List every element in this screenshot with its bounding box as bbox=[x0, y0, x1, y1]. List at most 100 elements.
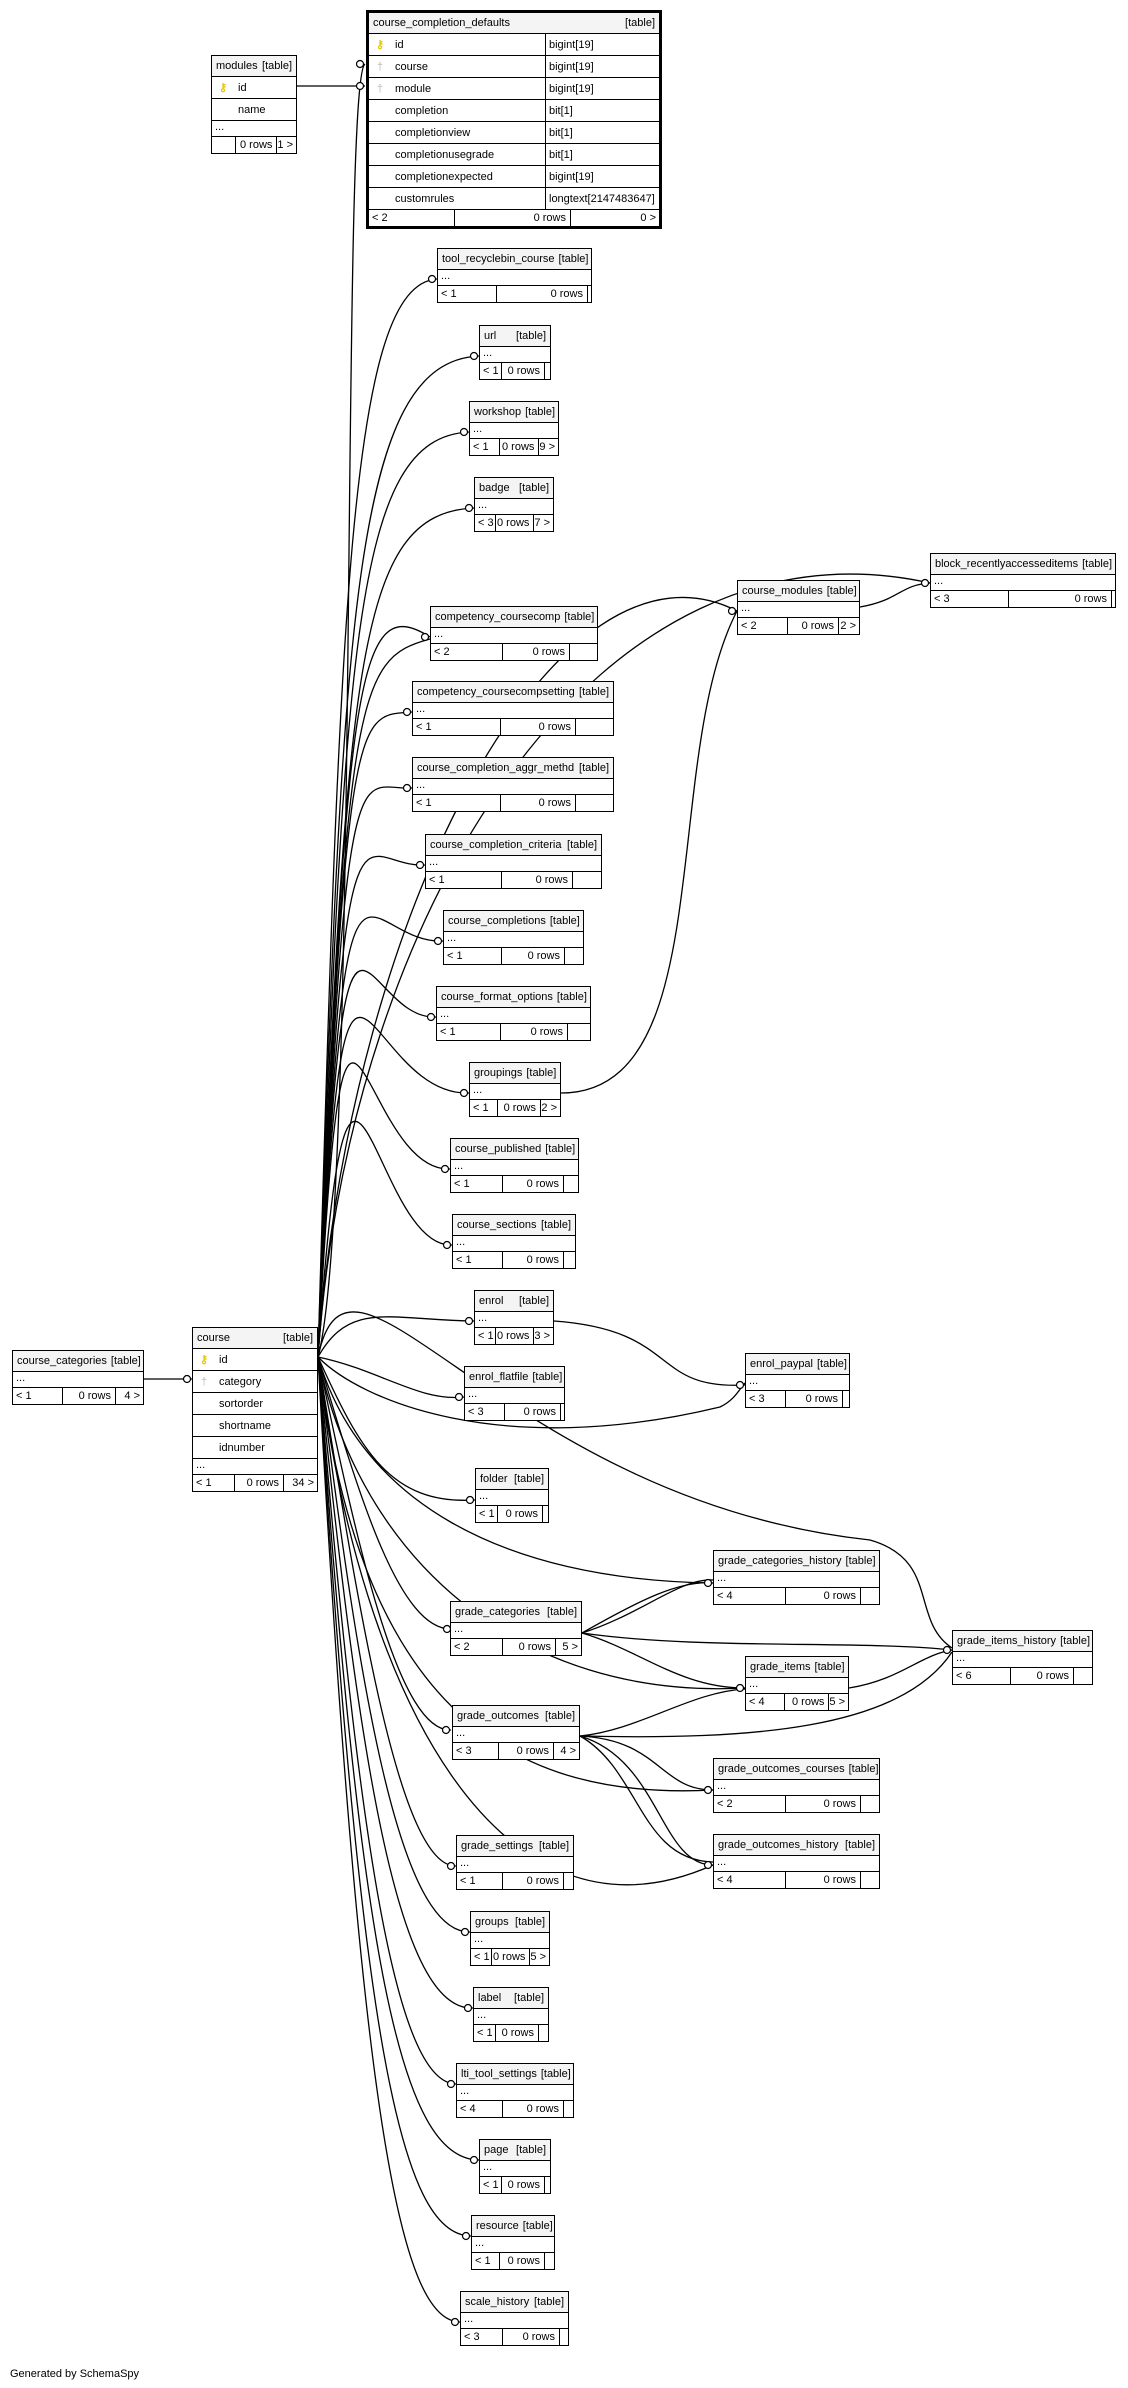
column-row[interactable]: ⚷id bbox=[212, 77, 296, 99]
children-count[interactable]: 4 > bbox=[560, 1745, 576, 1757]
children-count[interactable] bbox=[1112, 591, 1115, 607]
children-count[interactable] bbox=[564, 2101, 573, 2117]
parents-count[interactable]: < 1 bbox=[480, 2177, 502, 2193]
parents-count[interactable]: < 1 bbox=[474, 2025, 496, 2041]
column-row[interactable]: ·idnumber bbox=[193, 1437, 317, 1459]
column-row[interactable]: ⚷id bbox=[193, 1349, 317, 1371]
parents-count[interactable]: < 4 bbox=[714, 1588, 786, 1604]
parents-count[interactable]: < 1 bbox=[426, 872, 502, 888]
parents-count[interactable]: < 1 bbox=[480, 363, 502, 379]
parents-count[interactable]: < 1 bbox=[451, 1176, 503, 1192]
parents-count[interactable]: < 1 bbox=[470, 1100, 498, 1116]
children-count[interactable] bbox=[543, 1506, 548, 1522]
parents-count[interactable]: < 1 bbox=[413, 719, 501, 735]
parents-count[interactable]: < 4 bbox=[457, 2101, 503, 2117]
children-count[interactable] bbox=[564, 1873, 573, 1889]
parents-count[interactable]: < 2 bbox=[738, 618, 788, 634]
parents-count[interactable]: < 1 bbox=[471, 1949, 492, 1965]
children-count[interactable]: 5 > bbox=[530, 1951, 546, 1963]
children-count[interactable]: 1 > bbox=[277, 139, 293, 151]
children-count[interactable] bbox=[576, 795, 613, 811]
parents-count[interactable]: < 3 bbox=[461, 2329, 503, 2345]
children-count[interactable] bbox=[576, 719, 613, 735]
parents-count[interactable]: < 4 bbox=[714, 1872, 786, 1888]
children-count[interactable] bbox=[570, 644, 597, 660]
parents-count[interactable]: < 3 bbox=[453, 1743, 499, 1759]
parents-count[interactable]: < 3 bbox=[931, 591, 1009, 607]
children-count[interactable]: 2 > bbox=[840, 620, 856, 632]
table-block-recentlyaccesseditems[interactable]: block_recentlyaccesseditems[table]...< 3… bbox=[930, 553, 1116, 608]
children-count[interactable]: 9 > bbox=[539, 441, 555, 453]
parents-count[interactable]: < 6 bbox=[953, 1668, 1011, 1684]
parents-count[interactable]: < 1 bbox=[472, 2253, 500, 2269]
children-count[interactable] bbox=[539, 2025, 548, 2041]
children-count[interactable] bbox=[861, 1796, 879, 1812]
parents-count[interactable]: < 1 bbox=[470, 439, 500, 455]
table-course[interactable]: course[table]⚷id†category·sortorder·shor… bbox=[192, 1327, 318, 1492]
children-count[interactable] bbox=[843, 1391, 849, 1407]
children-count[interactable] bbox=[1074, 1668, 1092, 1684]
parents-count[interactable]: < 1 bbox=[457, 1873, 503, 1889]
children-count[interactable]: 7 > bbox=[534, 517, 550, 529]
table-course-completion-aggr-methd[interactable]: course_completion_aggr_methd[table]...< … bbox=[412, 757, 614, 812]
parents-count[interactable]: < 1 bbox=[413, 795, 501, 811]
children-count[interactable] bbox=[861, 1588, 879, 1604]
children-count[interactable]: 2 > bbox=[541, 1102, 557, 1114]
children-count[interactable]: 3 > bbox=[534, 1330, 550, 1342]
children-count[interactable] bbox=[560, 2329, 568, 2345]
parents-count[interactable]: < 4 bbox=[746, 1694, 786, 1710]
children-count[interactable] bbox=[561, 1404, 564, 1420]
parents-count[interactable]: < 1 bbox=[438, 286, 497, 302]
children-count[interactable] bbox=[545, 2253, 554, 2269]
parents-count[interactable]: < 1 bbox=[437, 1024, 501, 1040]
children-count[interactable] bbox=[568, 1024, 590, 1040]
children-count[interactable] bbox=[564, 1176, 578, 1192]
children-count[interactable] bbox=[545, 2177, 550, 2193]
parents-count[interactable]: < 2 bbox=[714, 1796, 786, 1812]
children-count[interactable]: 5 > bbox=[562, 1641, 578, 1653]
parents-count[interactable]: < 3 bbox=[746, 1391, 786, 1407]
parents-count[interactable] bbox=[212, 137, 237, 153]
children-count[interactable]: 5 > bbox=[829, 1696, 845, 1708]
children-count[interactable] bbox=[564, 1252, 575, 1268]
parents-count[interactable]: < 2 bbox=[451, 1639, 503, 1655]
table-competency-coursecompsetting[interactable]: competency_coursecompsetting[table]...< … bbox=[412, 681, 614, 736]
parents-count[interactable]: < 1 bbox=[475, 1328, 496, 1344]
parents-count[interactable]: < 1 bbox=[444, 948, 502, 964]
parents-count[interactable]: < 1 bbox=[453, 1252, 503, 1268]
children-count[interactable] bbox=[861, 1872, 879, 1888]
children-count[interactable]: 34 > bbox=[292, 1477, 314, 1489]
column-row[interactable]: ·shortname bbox=[193, 1415, 317, 1437]
children-count[interactable] bbox=[565, 948, 583, 964]
